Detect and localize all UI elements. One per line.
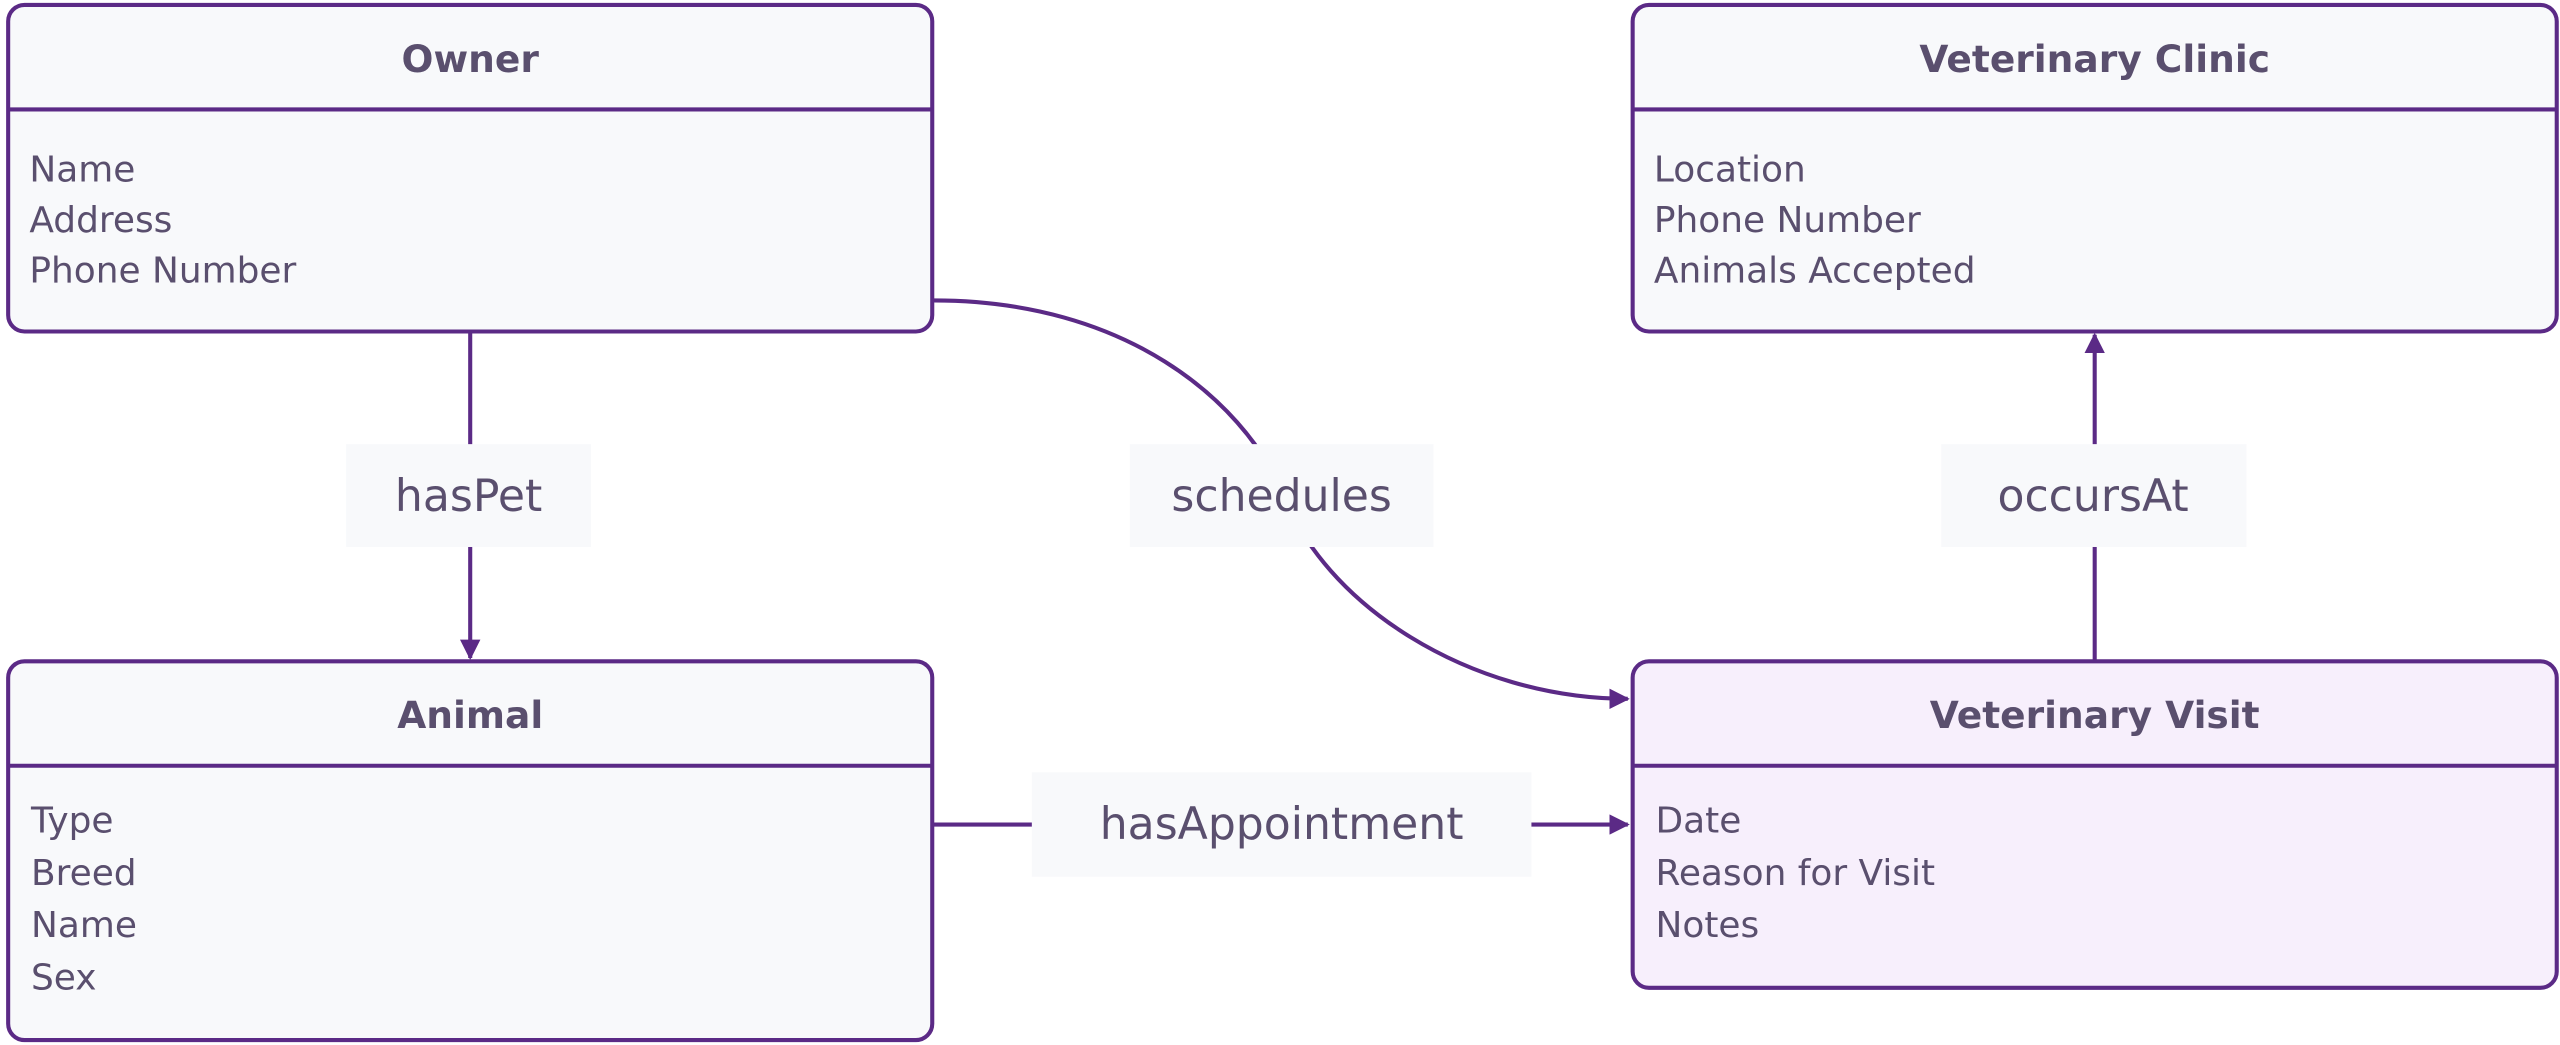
- attribute: Sex: [31, 957, 97, 998]
- label-hasAppointment: hasAppointment: [1031, 772, 1532, 877]
- label-hasPet: hasPet: [346, 444, 592, 547]
- entity-title: Veterinary Visit: [1930, 693, 2260, 737]
- attribute: Animals Accepted: [1654, 250, 1976, 291]
- label-occursAt: occursAt: [1941, 444, 2247, 547]
- label-schedules: schedules: [1129, 444, 1434, 547]
- entity-title: Animal: [397, 693, 543, 737]
- svg-text:schedules: schedules: [1171, 471, 1391, 522]
- attribute: Date: [1656, 801, 1742, 842]
- svg-text:occursAt: occursAt: [1997, 471, 2188, 522]
- attribute: Phone Number: [1654, 200, 1921, 241]
- svg-text:hasAppointment: hasAppointment: [1100, 799, 1464, 850]
- attribute: Notes: [1656, 905, 1760, 946]
- attribute: Reason for Visit: [1656, 853, 1936, 894]
- attribute: Type: [30, 801, 113, 842]
- entity-animal[interactable]: Animal Type Breed Name Sex: [6, 659, 935, 1043]
- attribute: Name: [29, 149, 135, 190]
- attribute: Breed: [31, 853, 137, 894]
- entity-title: Veterinary Clinic: [1919, 37, 2270, 81]
- attribute: Phone Number: [29, 250, 296, 291]
- attribute: Location: [1654, 149, 1806, 190]
- entity-veterinary-visit[interactable]: Veterinary Visit Date Reason for Visit N…: [1630, 659, 2559, 990]
- entity-title: Owner: [402, 37, 540, 81]
- entity-owner[interactable]: Owner Name Address Phone Number: [6, 2, 935, 334]
- entity-veterinary-clinic[interactable]: Veterinary Clinic Location Phone Number …: [1630, 2, 2559, 334]
- attribute: Name: [31, 905, 137, 946]
- attribute: Address: [29, 200, 172, 241]
- svg-text:hasPet: hasPet: [395, 471, 542, 522]
